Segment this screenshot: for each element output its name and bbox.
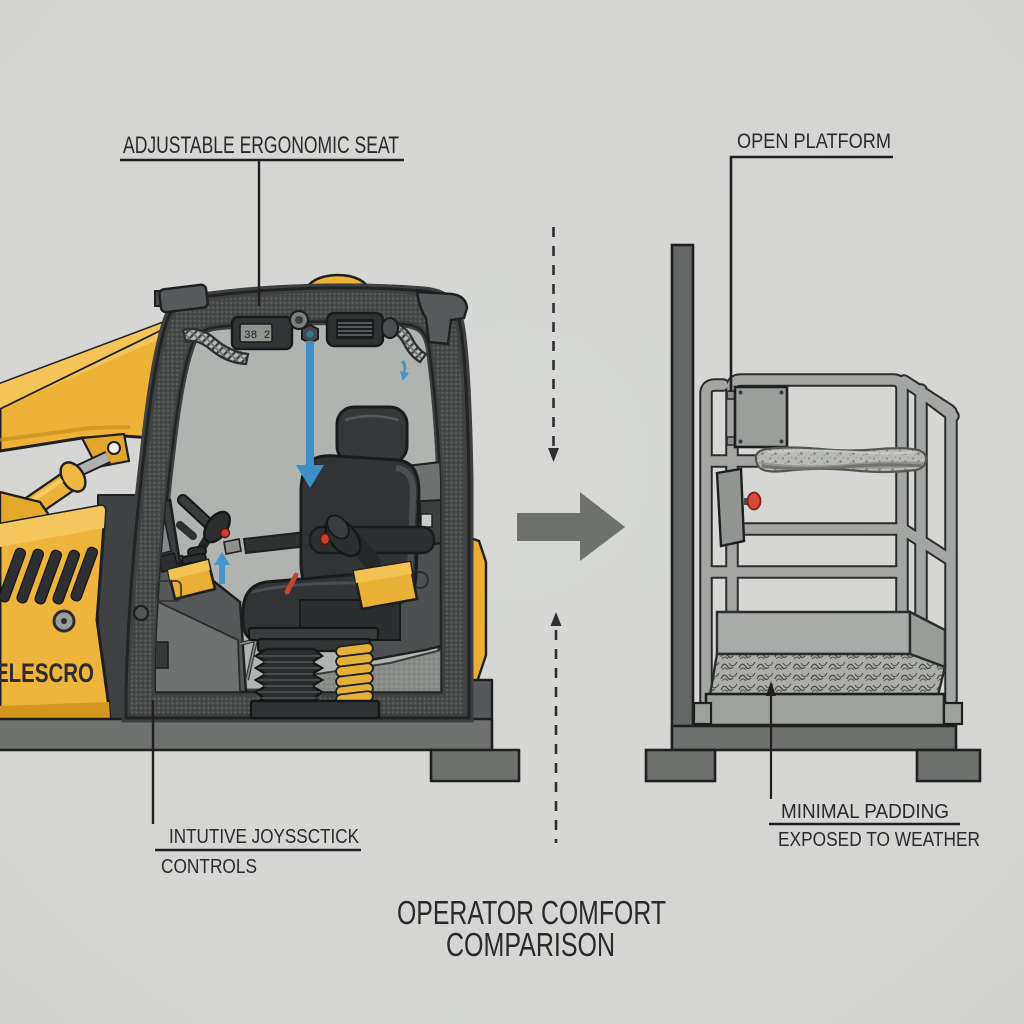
svg-text:ADJUSTABLE ERGONOMIC SEAT: ADJUSTABLE ERGONOMIC SEAT xyxy=(123,132,399,159)
svg-text:INTUTIVE JOYSSCTICK: INTUTIVE JOYSSCTICK xyxy=(169,825,359,848)
svg-text:OPERATOR COMFORT: OPERATOR COMFORT xyxy=(397,894,666,931)
svg-text:COMPARISON: COMPARISON xyxy=(446,926,615,963)
svg-text:38 2: 38 2 xyxy=(244,330,270,342)
svg-text:MINIMAL PADDING: MINIMAL PADDING xyxy=(781,800,949,823)
svg-text:EXPOSED TO WEATHER: EXPOSED TO WEATHER xyxy=(778,828,980,851)
svg-text:CONTROLS: CONTROLS xyxy=(161,855,257,878)
svg-text:OPEN PLATFORM: OPEN PLATFORM xyxy=(737,129,891,153)
svg-text:ELESCRO: ELESCRO xyxy=(0,658,94,688)
